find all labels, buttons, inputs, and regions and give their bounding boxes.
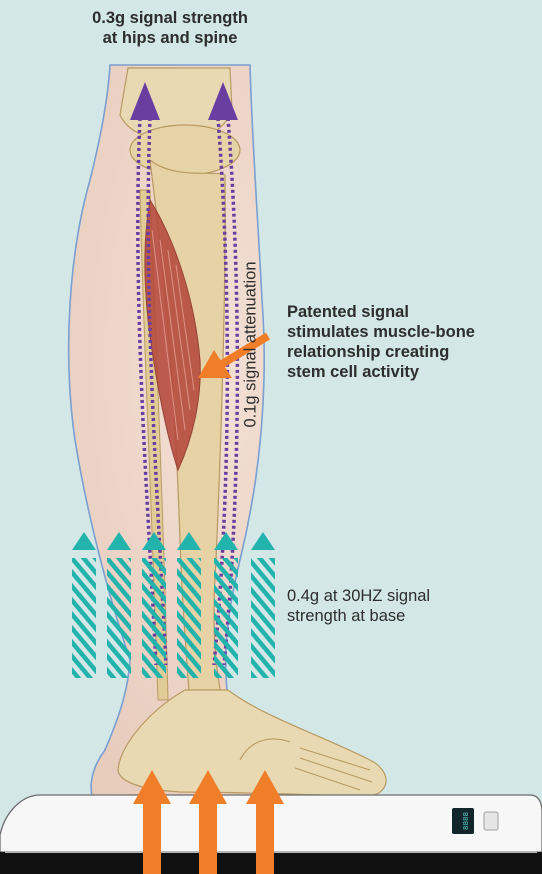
platform-display-readout: 8888 [463, 812, 471, 830]
orange-force-arrows [133, 770, 284, 874]
platform-button [484, 812, 498, 830]
hip-spine-signal-label: 0.3g signal strength at hips and spine [40, 8, 300, 48]
signal-attenuation-label: 0.1g signal attenuation [242, 190, 261, 500]
muscle-bone-signal-label: Patented signal stimulates muscle-bone r… [287, 302, 542, 382]
base-signal-label: 0.4g at 30HZ signal strength at base [287, 586, 537, 626]
teal-up-arrow-icon [251, 532, 275, 678]
teal-up-arrow-icon [72, 532, 96, 678]
knee-condyle [130, 125, 240, 175]
